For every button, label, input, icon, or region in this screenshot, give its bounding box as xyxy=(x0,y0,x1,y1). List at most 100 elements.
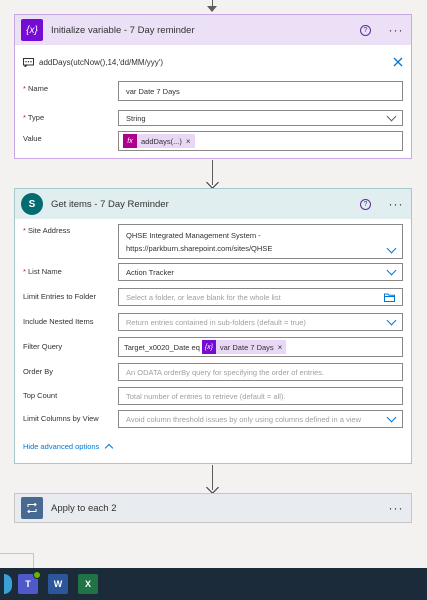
variable-icon: {x} xyxy=(21,19,43,41)
chevron-up-icon xyxy=(105,443,114,453)
var-date-token[interactable]: {x} var Date 7 Days × xyxy=(201,340,287,354)
status-available-icon xyxy=(33,571,41,579)
teams-icon-letter: T xyxy=(25,579,31,589)
loop-arrows-icon xyxy=(27,503,37,513)
type-dropdown[interactable]: String xyxy=(118,110,403,126)
order-row: Order By An ODATA orderBy query for spec… xyxy=(23,363,403,381)
excel-icon[interactable]: X xyxy=(78,574,98,594)
partial-app-icon[interactable] xyxy=(4,574,12,594)
chevron-down-icon xyxy=(386,315,397,325)
folder-icon[interactable] xyxy=(384,293,395,302)
help-icon[interactable]: ? xyxy=(360,198,371,210)
arrow-head-icon xyxy=(205,481,219,494)
value-field[interactable]: fx addDays(...) × xyxy=(118,131,403,151)
chevron-down-icon xyxy=(386,265,397,275)
value-token-label: addDays(...) xyxy=(141,136,182,146)
close-icon[interactable] xyxy=(393,57,403,67)
connector-arrow-1 xyxy=(205,160,219,189)
list-name-dropdown[interactable]: Action Tracker xyxy=(118,263,403,281)
limit-folder-label: Limit Entries to Folder xyxy=(23,292,96,301)
filter-query-field[interactable]: Target_x0020_Date eq {x} var Date 7 Days… xyxy=(118,337,403,357)
connector-line xyxy=(211,160,213,185)
sharepoint-icon: S xyxy=(21,193,43,215)
top-count-field[interactable]: Total number of entries to retrieve (def… xyxy=(118,387,403,405)
connector-arrow-2 xyxy=(205,465,219,494)
arrow-head-icon xyxy=(207,6,217,12)
value-row: Value fx addDays(...) × xyxy=(23,131,403,153)
site-address-label: Site Address xyxy=(28,226,71,235)
limit-folder-row: Limit Entries to Folder Select a folder,… xyxy=(23,288,403,306)
comment-icon xyxy=(23,57,34,67)
top-placeholder: Total number of entries to retrieve (def… xyxy=(126,391,286,401)
get-items-title: Get items - 7 Day Reminder xyxy=(51,198,169,210)
more-options-icon[interactable]: ··· xyxy=(388,23,404,37)
order-label: Order By xyxy=(23,367,54,376)
chevron-down-icon xyxy=(386,243,397,254)
site-address-line1: QHSE Integrated Management System - xyxy=(126,231,261,240)
top-count-row: Top Count Total number of entries to ret… xyxy=(23,387,403,405)
limit-folder-placeholder: Select a folder, or leave blank for the … xyxy=(126,292,281,302)
chevron-down-icon xyxy=(386,412,397,422)
more-options-icon[interactable]: ··· xyxy=(388,501,404,515)
type-label: Type xyxy=(27,113,45,122)
initialize-variable-card: {x} Initialize variable - 7 Day reminder… xyxy=(14,14,412,159)
apply-title: Apply to each 2 xyxy=(51,502,117,514)
taskbar: T W X xyxy=(0,568,427,600)
top-label: Top Count xyxy=(23,391,58,400)
apply-header[interactable]: Apply to each 2 ··· xyxy=(15,494,411,522)
teams-icon[interactable]: T xyxy=(18,571,41,594)
site-address-row: * Site Address QHSE Integrated Managemen… xyxy=(23,224,403,260)
limit-columns-dropdown[interactable]: Avoid column threshold issues by only us… xyxy=(118,410,403,428)
expression-text: addDays(utcNow(),14,'dd/MM/yyy') xyxy=(39,57,163,67)
site-address-dropdown[interactable]: QHSE Integrated Management System - http… xyxy=(118,224,403,259)
name-label: Name xyxy=(28,84,49,93)
hide-advanced-label: Hide advanced options xyxy=(23,442,100,451)
word-icon-letter: W xyxy=(53,579,63,589)
connector-line xyxy=(211,465,213,490)
apply-to-each-card[interactable]: Apply to each 2 ··· xyxy=(14,493,412,523)
more-options-icon[interactable]: ··· xyxy=(388,197,404,211)
init-card-title: Initialize variable - 7 Day reminder xyxy=(51,24,195,36)
arrow-head-icon xyxy=(205,176,219,189)
loop-icon xyxy=(21,497,43,519)
remove-token-icon[interactable]: × xyxy=(185,136,191,146)
list-name-row: * List Name Action Tracker xyxy=(23,263,403,281)
nested-label: Include Nested Items xyxy=(23,317,94,326)
limit-folder-field[interactable]: Select a folder, or leave blank for the … xyxy=(118,288,403,306)
chevron-down-icon xyxy=(386,111,397,121)
connector-line xyxy=(211,0,213,6)
columns-label: Limit Columns by View xyxy=(23,414,99,423)
type-value: String xyxy=(126,113,146,123)
filter-token-label: var Date 7 Days xyxy=(219,342,274,352)
filter-text: Target_x0020_Date eq xyxy=(124,342,200,352)
list-name-label: List Name xyxy=(28,267,62,276)
variable-icon: {x} xyxy=(201,340,216,354)
word-icon[interactable]: W xyxy=(48,574,68,594)
order-placeholder: An ODATA orderBy query for specifying th… xyxy=(126,367,325,377)
help-icon[interactable]: ? xyxy=(360,24,371,36)
nested-dropdown[interactable]: Return entries contained in sub-folders … xyxy=(118,313,403,331)
filter-label: Filter Query xyxy=(23,342,63,351)
nested-row: Include Nested Items Return entries cont… xyxy=(23,313,403,331)
get-items-card: S Get items - 7 Day Reminder ? ··· * Sit… xyxy=(14,188,412,464)
excel-icon-letter: X xyxy=(84,579,91,589)
addDays-token[interactable]: fx addDays(...) × xyxy=(123,134,195,148)
site-address-line2: https://parkburn.sharepoint.com/sites/QH… xyxy=(126,244,273,253)
columns-placeholder: Avoid column threshold issues by only us… xyxy=(126,414,361,424)
columns-row: Limit Columns by View Avoid column thres… xyxy=(23,410,403,428)
name-field[interactable]: var Date 7 Days xyxy=(118,81,403,101)
filter-row: Filter Query Target_x0020_Date eq {x} va… xyxy=(23,337,403,357)
remove-token-icon[interactable]: × xyxy=(277,342,283,352)
get-items-header[interactable]: S Get items - 7 Day Reminder ? ··· xyxy=(15,189,411,219)
init-card-header[interactable]: {x} Initialize variable - 7 Day reminder… xyxy=(15,15,411,45)
function-icon: fx xyxy=(123,134,137,148)
name-row: * Name var Date 7 Days xyxy=(23,81,403,113)
name-value: var Date 7 Days xyxy=(126,86,180,96)
nested-placeholder: Return entries contained in sub-folders … xyxy=(126,317,306,327)
type-row: * Type String xyxy=(23,109,403,127)
order-by-field[interactable]: An ODATA orderBy query for specifying th… xyxy=(118,363,403,381)
value-label: Value xyxy=(23,134,42,143)
partial-panel xyxy=(0,553,34,568)
expression-row: addDays(utcNow(),14,'dd/MM/yyy') xyxy=(23,57,403,67)
hide-advanced-link[interactable]: Hide advanced options xyxy=(23,442,114,453)
